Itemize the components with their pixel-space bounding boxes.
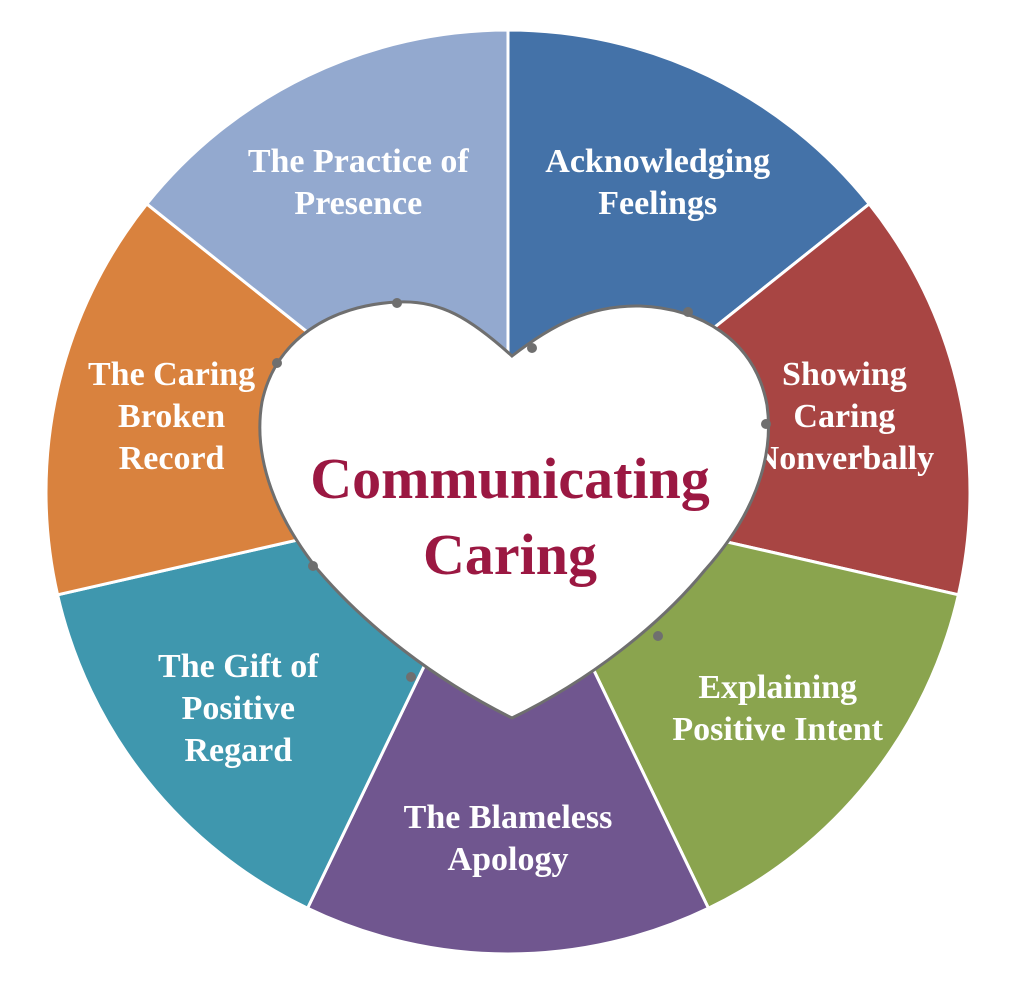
segment-label-line: Broken <box>118 398 225 435</box>
heart-dot <box>392 298 402 308</box>
segment-label-line: Apology <box>448 841 569 878</box>
heart-dot <box>406 672 416 682</box>
segment-label-line: Nonverbally <box>755 440 934 477</box>
center-title-line-1: Communicating <box>310 446 710 511</box>
segment-label-line: The Blameless <box>404 799 613 836</box>
segment-label-line: Presence <box>294 185 422 222</box>
segment-label-line: Showing <box>782 356 907 393</box>
segment-label-line: The Caring <box>88 356 255 393</box>
segment-label-line: Record <box>119 440 225 477</box>
heart-dot <box>272 358 282 368</box>
heart-dot <box>761 419 771 429</box>
heart-shape <box>258 300 770 720</box>
segment-label-line: Positive Intent <box>672 711 883 748</box>
segment-label-line: Feelings <box>598 185 717 222</box>
segment-label-line: Caring <box>793 398 895 435</box>
center-title-line-2: Caring <box>423 522 597 587</box>
heart-dot <box>527 343 537 353</box>
heart-dot <box>653 631 663 641</box>
segment-label-line: The Gift of <box>158 648 319 685</box>
segment-label-line: The Practice of <box>248 143 470 180</box>
segment-label-line: Positive <box>182 690 295 727</box>
segment-label-line: Explaining <box>698 669 857 706</box>
segment-label-line: Regard <box>184 732 292 769</box>
segment-label-line: Acknowledging <box>545 143 770 180</box>
segment-the-blameless-apology <box>305 488 711 956</box>
heart-dot <box>683 307 693 317</box>
segment-label-the-practice-of-presence: The Practice of Presence <box>248 143 470 222</box>
heart-dot <box>308 561 318 571</box>
heart-center: Communicating Caring <box>258 298 771 720</box>
